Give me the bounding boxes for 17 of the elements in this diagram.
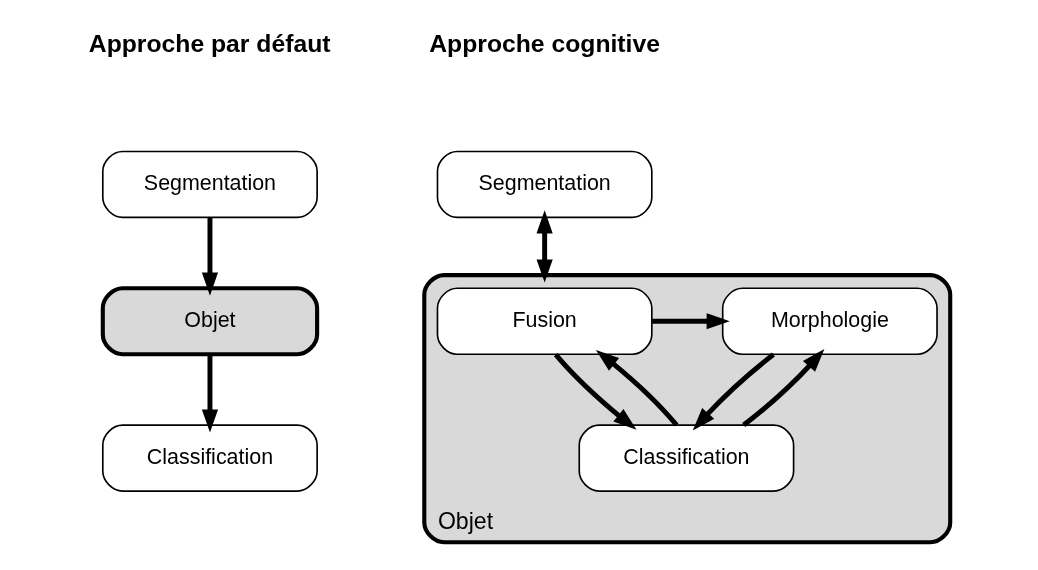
arrow bbox=[201, 354, 218, 433]
node-box: Classification bbox=[577, 424, 794, 492]
arrow bbox=[553, 352, 636, 430]
arrow bbox=[651, 313, 730, 330]
arrow bbox=[692, 352, 775, 431]
node-box: Segmentation bbox=[101, 150, 318, 219]
label: Approche par défaut bbox=[88, 29, 331, 57]
node-box: Segmentation bbox=[436, 150, 653, 219]
node-box: Fusion bbox=[436, 287, 653, 356]
arrow bbox=[595, 349, 678, 427]
arrow bbox=[201, 217, 218, 296]
node-box: Classification bbox=[101, 424, 318, 492]
arrow bbox=[536, 210, 553, 283]
label: Approche cognitive bbox=[428, 29, 660, 57]
arrow bbox=[741, 348, 824, 427]
node-box: Objet bbox=[100, 286, 319, 357]
node-box: Morphologie bbox=[721, 287, 938, 356]
